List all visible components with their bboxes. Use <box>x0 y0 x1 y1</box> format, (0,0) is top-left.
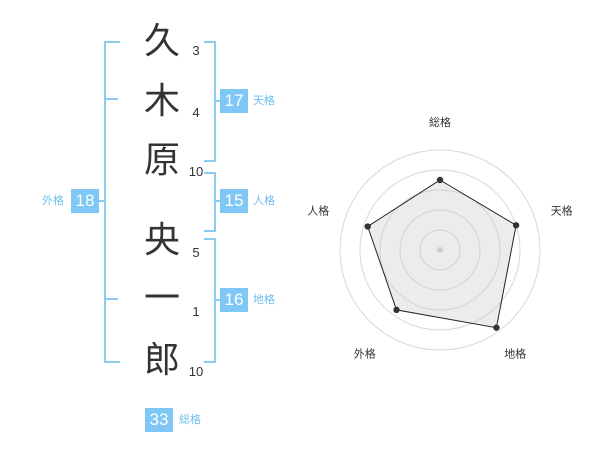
chikaku-connector <box>214 299 220 301</box>
jinkaku-connector <box>214 200 220 202</box>
gaikaku-bracket-tick <box>104 98 118 100</box>
stroke-count-6: 10 <box>188 364 204 379</box>
gaikaku-connector <box>98 200 104 202</box>
radar-series-shape <box>367 179 517 329</box>
jinkaku-bracket <box>204 172 216 232</box>
name-char-4: 央 <box>143 220 180 261</box>
tenkaku-value: 17 <box>220 89 248 113</box>
stroke-count-2: 4 <box>192 105 200 120</box>
jinkaku-value: 15 <box>220 189 248 213</box>
radar-point-3 <box>493 324 500 331</box>
radar-axis-label: 総格 <box>429 115 451 129</box>
radar-point-5 <box>364 223 371 230</box>
stroke-count-3: 10 <box>188 164 204 179</box>
gaikaku-label: 外格 <box>42 194 64 207</box>
radar-ring <box>419 229 461 271</box>
radar-center-dot <box>437 247 443 253</box>
radar-ring <box>379 189 501 311</box>
gaikaku-bracket-tick <box>104 298 118 300</box>
stroke-count-1: 3 <box>192 43 200 58</box>
radar-axis-label: 人格 <box>307 203 329 217</box>
radar-ring <box>359 169 521 331</box>
radar-ring <box>399 209 481 291</box>
soukaku-label: 総格 <box>179 413 201 426</box>
name-char-6: 郎 <box>143 340 180 381</box>
radar-point-1 <box>436 176 444 184</box>
name-char-3: 原 <box>143 140 180 181</box>
tenkaku-connector <box>214 100 220 102</box>
chikaku-label: 地格 <box>253 293 275 306</box>
name-char-2: 木 <box>143 81 180 122</box>
chikaku-value: 16 <box>220 288 248 312</box>
gaikaku-bracket <box>104 41 120 363</box>
radar-point-4 <box>393 306 400 314</box>
jinkaku-label: 人格 <box>253 194 275 207</box>
tenkaku-label: 天格 <box>253 94 275 107</box>
radar-ring <box>339 149 541 351</box>
stroke-count-4: 5 <box>192 245 200 260</box>
radar-axis-label: 外格 <box>354 347 376 361</box>
radar-axis-label: 地格 <box>504 347 526 361</box>
radar-axis-label: 天格 <box>551 203 573 217</box>
radar-point-2 <box>512 222 520 229</box>
name-char-1: 久 <box>143 21 180 62</box>
gaikaku-value: 18 <box>71 189 99 213</box>
name-char-5: 一 <box>143 278 180 319</box>
stroke-count-5: 1 <box>192 304 200 319</box>
soukaku-value: 33 <box>145 408 173 432</box>
